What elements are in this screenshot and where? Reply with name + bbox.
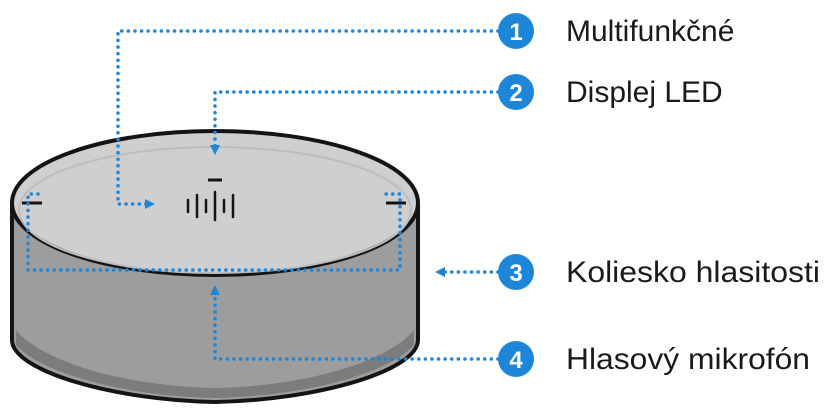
speaker-body-shade bbox=[16, 330, 414, 398]
callout-badge-4: 4 bbox=[498, 341, 534, 377]
callout-badge-1: 1 bbox=[498, 13, 534, 49]
multifunction-button-icon bbox=[186, 190, 235, 222]
microphone-loop bbox=[26, 192, 402, 272]
svg-text:3: 3 bbox=[509, 260, 522, 287]
callout-label-4: Hlasový mikrofón bbox=[566, 343, 810, 376]
leader-line-1 bbox=[116, 29, 500, 209]
svg-text:4: 4 bbox=[509, 347, 523, 374]
leader-line-2 bbox=[210, 90, 500, 155]
callout-label-3: Koliesko hlasitosti bbox=[566, 256, 820, 289]
svg-text:2: 2 bbox=[509, 80, 522, 107]
callout-badge-2: 2 bbox=[498, 74, 534, 110]
callout-label-2: Displej LED bbox=[566, 76, 723, 109]
svg-text:1: 1 bbox=[509, 19, 522, 46]
leader-line-4 bbox=[210, 285, 500, 361]
callout-label-1: Multifunkčné bbox=[566, 15, 734, 48]
callout-badge-3: 3 bbox=[498, 254, 534, 290]
